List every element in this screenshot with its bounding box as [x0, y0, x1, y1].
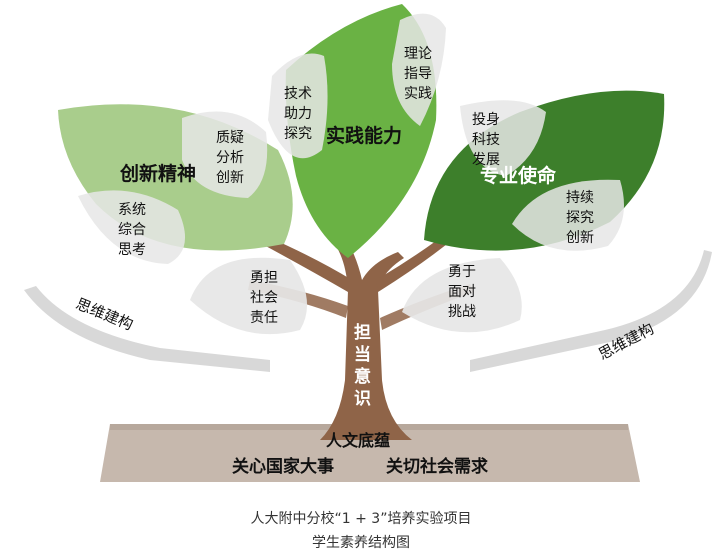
- trunk-char-2: 当: [354, 344, 371, 365]
- root-band: [100, 424, 640, 482]
- branch-left-text-1: 勇担: [250, 270, 278, 286]
- branch-left-upper: [262, 236, 352, 292]
- branch-right-text-3: 挑战: [448, 304, 476, 320]
- petal-mission-bottom: [512, 179, 624, 251]
- mission-sub-top-3: 发展: [472, 152, 500, 168]
- innovation-sub-bottom-1: 系统: [118, 202, 146, 218]
- practice-sub-left-2: 助力: [284, 106, 312, 122]
- root-title: 人文底蕴: [326, 431, 390, 450]
- diagram-stage: 思维建构 思维建构 创新精神 实践能力 专业使命 质疑 分析 创新 系统 综合 …: [24, 4, 712, 482]
- leaf-practice-title: 实践能力: [326, 124, 402, 147]
- innovation-sub-bottom-3: 思考: [118, 242, 146, 258]
- petal-innovation-top: [182, 111, 268, 198]
- innovation-sub-bottom-2: 综合: [118, 222, 146, 238]
- practice-sub-left-3: 探究: [284, 126, 312, 142]
- thinking-arc-right: [470, 250, 712, 372]
- practice-sub-left-1: 技术: [284, 86, 312, 102]
- mission-sub-top-1: 投身: [472, 112, 500, 128]
- trunk-char-1: 担: [354, 323, 371, 343]
- petal-face-challenges: [402, 258, 522, 333]
- innovation-sub-top-2: 分析: [216, 150, 244, 166]
- branch-right-text-1: 勇于: [448, 264, 476, 280]
- leaf-mission-title: 专业使命: [480, 164, 557, 187]
- caption-line-2: 学生素养结构图: [312, 535, 410, 551]
- innovation-sub-top-3: 创新: [216, 170, 244, 186]
- caption-line-1: 人大附中分校“1 + 3”培养实验项目: [250, 511, 472, 527]
- practice-sub-right-3: 实践: [404, 86, 432, 102]
- trunk-char-3: 意: [354, 366, 371, 387]
- branch-left-text-3: 责任: [250, 310, 278, 326]
- branch-right-text-2: 面对: [448, 284, 476, 300]
- tree-trunk: [320, 246, 412, 440]
- petal-practice-left: [268, 53, 328, 159]
- root-left: 关心国家大事: [232, 456, 334, 477]
- petal-practice-right: [392, 13, 446, 127]
- branch-left-text-2: 社会: [250, 290, 278, 306]
- thinking-arc: [24, 286, 270, 372]
- innovation-sub-top-1: 质疑: [216, 130, 244, 146]
- leaf-innovation-title: 创新精神: [119, 162, 196, 185]
- mission-sub-bottom-1: 持续: [566, 189, 594, 206]
- mission-sub-bottom-3: 创新: [566, 230, 594, 246]
- mission-sub-bottom-2: 探究: [566, 210, 594, 226]
- petal-innovation-bottom: [78, 190, 186, 264]
- petal-mission-top: [460, 100, 546, 176]
- tree-diagram: 思维建构 思维建构 创新精神 实践能力 专业使命 质疑 分析 创新 系统 综合 …: [24, 4, 712, 482]
- mission-sub-top-2: 科技: [472, 132, 500, 148]
- practice-sub-right-1: 理论: [404, 46, 432, 62]
- petal-social-responsibility: [190, 257, 308, 335]
- root-right: 关切社会需求: [386, 456, 488, 477]
- trunk-char-4: 识: [354, 389, 371, 409]
- practice-sub-right-2: 指导: [404, 66, 432, 82]
